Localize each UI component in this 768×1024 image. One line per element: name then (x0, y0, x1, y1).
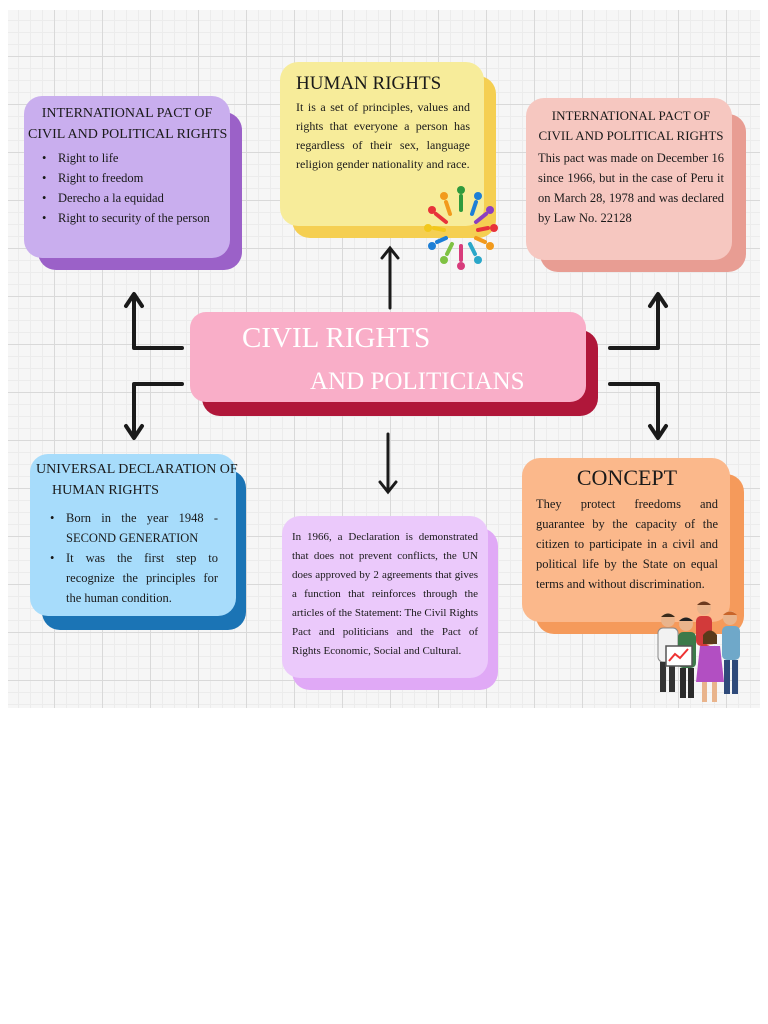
intl-pact-left-title-1: INTERNATIONAL PACT OF (41, 106, 213, 121)
center-title-line1: CIVIL RIGHTS (242, 322, 431, 354)
declaration-1966-text: In 1966, a Declaration is demonstrated t… (292, 531, 478, 657)
declaration-1966-card: In 1966, a Declaration is demonstrated t… (282, 516, 498, 692)
universal-declaration-list: Born in the year 1948 - SECOND GENERATIO… (36, 508, 230, 608)
universal-declaration-title-2: HUMAN RIGHTS (52, 483, 159, 498)
intl-pact-right-title-2: CIVIL AND POLITICAL RIGHTS (538, 128, 724, 143)
concept-card: CONCEPT They protect freedoms and guaran… (522, 458, 744, 636)
list-item: Right to life (42, 148, 210, 168)
human-rights-card: HUMAN RIGHTS It is a set of principles, … (280, 62, 496, 240)
center-title-line2: AND POLITICIANS (310, 368, 525, 395)
intl-pact-left-title-2: CIVIL AND POLITICAL RIGHTS (28, 127, 228, 142)
list-item: Right to security of the person (42, 208, 210, 228)
people-circle-illustration (424, 186, 498, 270)
concept-title: CONCEPT (576, 465, 678, 490)
list-item: Derecho a la equidad (42, 188, 210, 208)
universal-declaration-card: UNIVERSAL DECLARATION OF HUMAN RIGHTS Bo… (30, 454, 246, 632)
intl-pact-right-title-1: INTERNATIONAL PACT OF (551, 108, 711, 123)
center-card: CIVIL RIGHTS AND POLITICIANS (190, 312, 598, 416)
list-item: Born in the year 1948 - SECOND GENERATIO… (50, 508, 218, 548)
concept-text: They protect freedoms and guarantee by t… (536, 497, 718, 591)
human-rights-text: It is a set of principles, values and ri… (296, 100, 470, 171)
people-group-illustration (657, 601, 740, 702)
arrow-to-top-left (124, 292, 184, 350)
list-item: Right to freedom (42, 168, 210, 188)
intl-pact-left-card: INTERNATIONAL PACT OF CIVIL AND POLITICA… (24, 96, 242, 272)
arrow-down-center (378, 432, 398, 495)
intl-pact-left-list: Right to life Right to freedom Derecho a… (28, 148, 226, 228)
intl-pact-right-card: INTERNATIONAL PACT OF CIVIL AND POLITICA… (526, 98, 746, 274)
human-rights-title: HUMAN RIGHTS (296, 73, 442, 94)
universal-declaration-title-1: UNIVERSAL DECLARATION OF (36, 462, 238, 477)
arrow-to-bottom-right (608, 382, 668, 440)
arrow-to-top-right (608, 292, 668, 350)
intl-pact-right-text: This pact was made on December 16 since … (538, 151, 724, 225)
arrow-up-center (380, 245, 400, 310)
list-item: It was the first step to recognize the p… (50, 548, 218, 608)
arrow-to-bottom-left (124, 382, 184, 440)
